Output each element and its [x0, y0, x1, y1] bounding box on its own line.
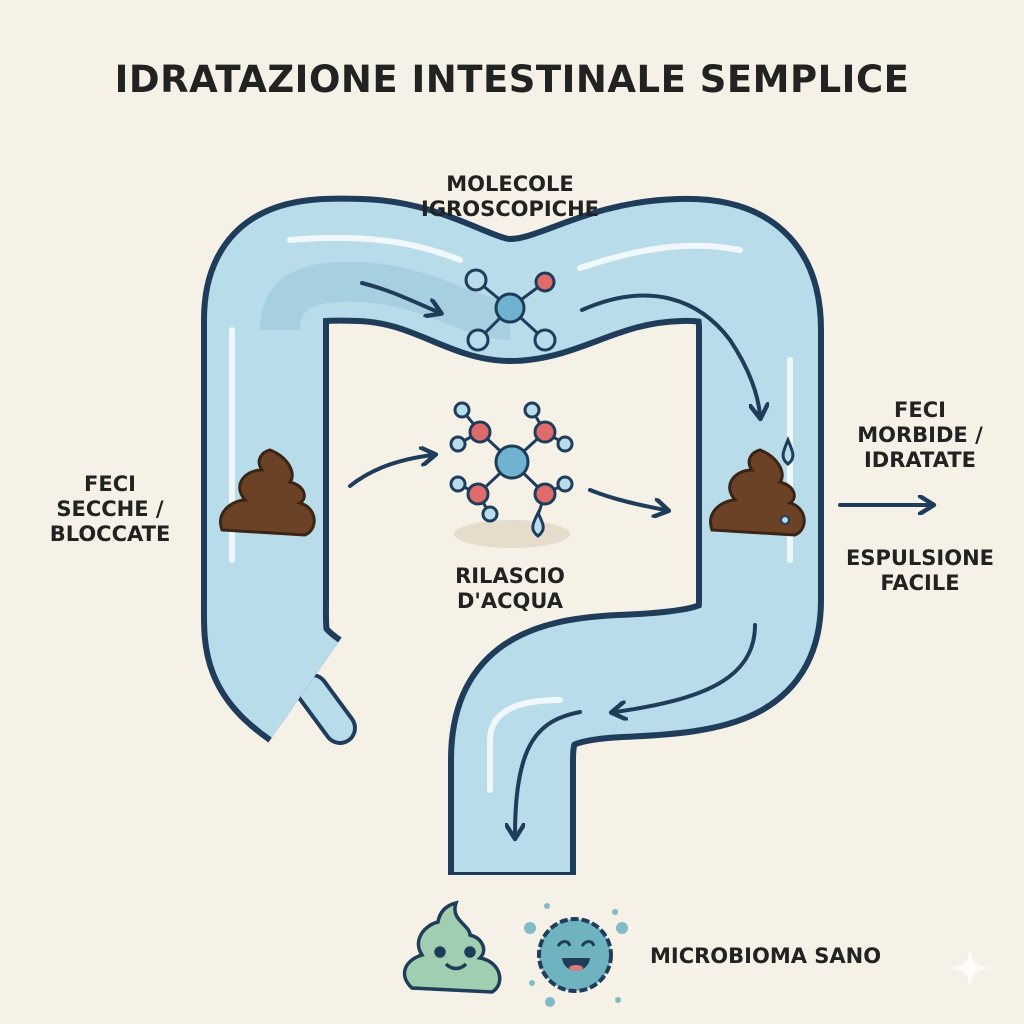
hygroscopic-molecule: [464, 268, 557, 352]
label-line: SECCHE /: [56, 497, 164, 522]
label-line: MORBIDE /: [857, 423, 983, 448]
label-line: BLOCCATE: [49, 522, 171, 547]
label-healthy-microbiome: MICROBIOMA SANO: [650, 944, 882, 968]
flow-arrow: [348, 455, 432, 488]
label-line: IDRATATE: [863, 448, 977, 473]
colon-tube: [200, 195, 824, 875]
label-line: FECI: [894, 398, 946, 422]
flow-arrow: [360, 281, 438, 312]
label-line: MOLECOLE: [446, 172, 574, 196]
flow-arrow: [615, 623, 757, 712]
happy-microbe-icon: [524, 903, 628, 1007]
flow-arrow: [588, 488, 665, 510]
water-release-molecule: [449, 401, 574, 548]
happy-stool-icon: [402, 900, 502, 994]
soft-stool-icon: [709, 436, 806, 537]
page-title: IDRATAZIONE INTESTINALE SEMPLICE: [114, 58, 910, 101]
label-line: D'ACQUA: [456, 589, 564, 614]
label-line: FACILE: [880, 571, 960, 596]
sparkle-icon: [950, 948, 990, 988]
label-line: RILASCIO: [455, 564, 565, 588]
label-line: FECI: [84, 472, 136, 496]
label-line: ESPULSIONE: [845, 546, 994, 570]
flow-arrow: [580, 293, 760, 415]
flow-arrow: [515, 710, 582, 835]
dry-stool-icon: [219, 448, 316, 537]
label-line: IGROSCOPICHE: [421, 197, 599, 222]
